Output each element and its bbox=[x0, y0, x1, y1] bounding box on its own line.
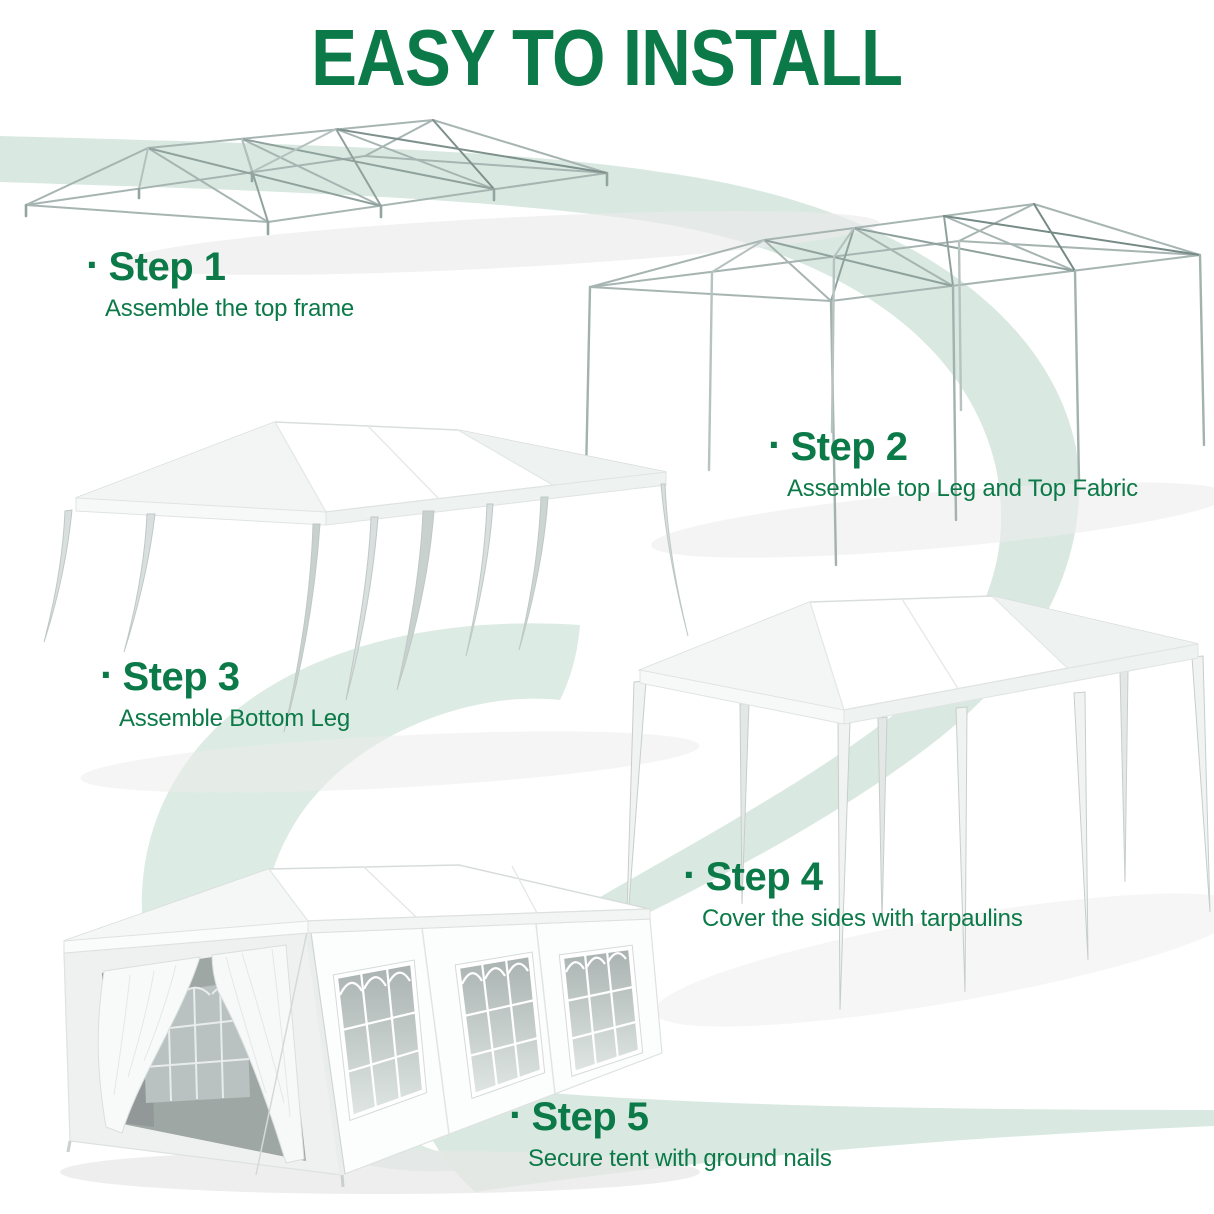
step1-title: Step 1 bbox=[108, 245, 227, 289]
connector-stubs bbox=[24, 170, 609, 236]
hanging-leg-sleeves bbox=[43, 483, 689, 733]
step4-heading: · Step 4 bbox=[683, 851, 1023, 899]
door-flap-edge bbox=[255, 926, 309, 1176]
step4-canopy-with-legs-illustration bbox=[572, 552, 1214, 1022]
bottom-legs bbox=[625, 655, 1211, 1011]
arched-window bbox=[558, 944, 644, 1078]
doorway-curtains bbox=[97, 944, 305, 1164]
step1-top-frame-illustration bbox=[18, 98, 623, 278]
bullet-icon: · bbox=[509, 1091, 523, 1138]
step2-description: Assemble top Leg and Top Fabric bbox=[787, 475, 1138, 502]
step1-label-block: · Step 1 Assemble the top frame bbox=[86, 241, 355, 323]
step3-label-block: · Step 3 Assemble Bottom Leg bbox=[100, 651, 350, 733]
step2-label-block: · Step 2 Assemble top Leg and Top Fabric bbox=[768, 421, 1138, 503]
step4-description: Cover the sides with tarpaulins bbox=[702, 905, 1023, 932]
page-title: EASY TO INSTALL bbox=[311, 13, 903, 102]
step5-title: Step 5 bbox=[531, 1095, 650, 1139]
tent-roof bbox=[63, 864, 651, 954]
step1-heading: · Step 1 bbox=[86, 241, 354, 289]
tent-legs bbox=[584, 239, 1206, 567]
bullet-icon: · bbox=[100, 651, 114, 698]
step3-description: Assemble Bottom Leg bbox=[119, 705, 350, 732]
bullet-icon: · bbox=[86, 241, 100, 288]
arched-window bbox=[332, 959, 428, 1122]
arched-window bbox=[454, 951, 546, 1100]
side-windows bbox=[332, 944, 644, 1122]
step1-description: Assemble the top frame bbox=[105, 295, 355, 322]
bullet-icon: · bbox=[683, 851, 697, 898]
step5-complete-tent-illustration bbox=[50, 845, 700, 1195]
step4-title: Step 4 bbox=[705, 855, 824, 899]
step2-title: Step 2 bbox=[790, 425, 909, 469]
corner-pole bbox=[305, 932, 345, 1176]
ground-nails bbox=[66, 1140, 345, 1188]
step5-label-block: · Step 5 Secure tent with ground nails bbox=[509, 1091, 832, 1173]
corner-pole-edge bbox=[310, 932, 346, 1175]
step2-frame-with-legs-illustration bbox=[554, 170, 1214, 570]
step3-canopy-hanging-legs-illustration bbox=[28, 410, 693, 770]
bullet-icon: · bbox=[768, 421, 782, 468]
canopy-roof bbox=[75, 421, 667, 526]
roof-frame-wireframe bbox=[25, 118, 608, 224]
roof-frame-wireframe bbox=[589, 202, 1201, 303]
step3-heading: · Step 3 bbox=[100, 651, 350, 699]
step3-title: Step 3 bbox=[122, 655, 241, 699]
step5-heading: · Step 5 bbox=[509, 1091, 832, 1139]
canopy-roof bbox=[637, 595, 1199, 725]
step5-description: Secure tent with ground nails bbox=[528, 1145, 832, 1172]
step4-label-block: · Step 4 Cover the sides with tarpaulins bbox=[683, 851, 1023, 933]
ground-shadows bbox=[60, 211, 1214, 1194]
step2-heading: · Step 2 bbox=[768, 421, 1138, 469]
